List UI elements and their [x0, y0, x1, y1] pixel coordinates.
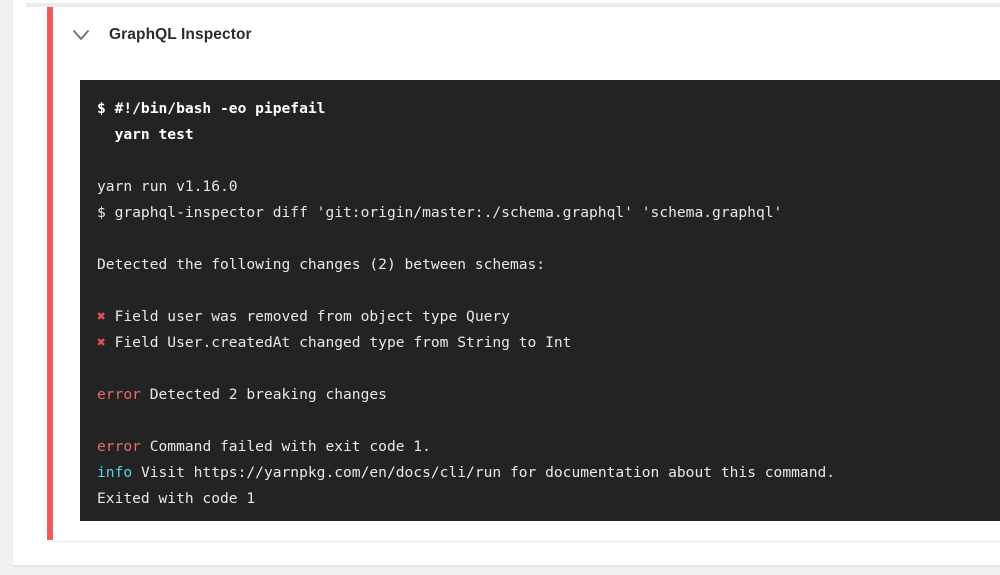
- job-log-card: GraphQL Inspector $ #!/bin/bash -eo pipe…: [13, 0, 1000, 566]
- terminal-output-panel[interactable]: $ #!/bin/bash -eo pipefail yarn test yar…: [80, 80, 1000, 521]
- job-title: GraphQL Inspector: [109, 26, 252, 43]
- error-message-text: Detected 2 breaking changes: [140, 386, 387, 403]
- card-bottom-divider: [47, 541, 1000, 542]
- breaking-change-text: Field user was removed from object type …: [105, 308, 510, 325]
- terminal-line: [97, 278, 1000, 304]
- terminal-line: ✖ Field user was removed from object typ…: [97, 304, 1000, 330]
- breaking-change-text: Field User.createdAt changed type from S…: [105, 334, 572, 351]
- breaking-change-cross-icon: ✖: [97, 308, 106, 325]
- terminal-line: [97, 148, 1000, 174]
- terminal-lines: $ #!/bin/bash -eo pipefail yarn test yar…: [80, 96, 1000, 512]
- card-bottom-edge: [13, 565, 1000, 566]
- error-label: error: [97, 438, 141, 455]
- terminal-line: [97, 356, 1000, 382]
- terminal-command-text: yarn test: [97, 126, 194, 143]
- terminal-line: yarn test: [97, 122, 1000, 148]
- terminal-line: [97, 226, 1000, 252]
- terminal-line: ✖ Field User.createdAt changed type from…: [97, 330, 1000, 356]
- terminal-line: error Command failed with exit code 1.: [97, 434, 1000, 460]
- info-label: info: [97, 464, 133, 481]
- status-accent-rail: [47, 7, 53, 540]
- card-top-divider: [26, 3, 1000, 7]
- chevron-down-icon[interactable]: [68, 22, 94, 48]
- terminal-line: error Detected 2 breaking changes: [97, 382, 1000, 408]
- terminal-line: yarn run v1.16.0: [97, 174, 1000, 200]
- terminal-command-text: $ #!/bin/bash -eo pipefail: [97, 100, 326, 117]
- error-label: error: [97, 386, 141, 403]
- breaking-change-cross-icon: ✖: [97, 334, 106, 351]
- terminal-line: Detected the following changes (2) betwe…: [97, 252, 1000, 278]
- job-header[interactable]: GraphQL Inspector: [68, 18, 252, 52]
- terminal-line: Exited with code 1: [97, 486, 1000, 512]
- error-message-text: Command failed with exit code 1.: [140, 438, 431, 455]
- terminal-output-text: Exited with code 1: [97, 490, 256, 507]
- terminal-output-text: Detected the following changes (2) betwe…: [97, 256, 546, 273]
- terminal-line: $ graphql-inspector diff 'git:origin/mas…: [97, 200, 1000, 226]
- terminal-line: $ #!/bin/bash -eo pipefail: [97, 96, 1000, 122]
- terminal-output-text: $ graphql-inspector diff 'git:origin/mas…: [97, 204, 783, 221]
- terminal-output-text: yarn run v1.16.0: [97, 178, 238, 195]
- info-message-text: Visit https://yarnpkg.com/en/docs/cli/ru…: [132, 464, 836, 481]
- terminal-line: info Visit https://yarnpkg.com/en/docs/c…: [97, 460, 1000, 486]
- terminal-line: [97, 408, 1000, 434]
